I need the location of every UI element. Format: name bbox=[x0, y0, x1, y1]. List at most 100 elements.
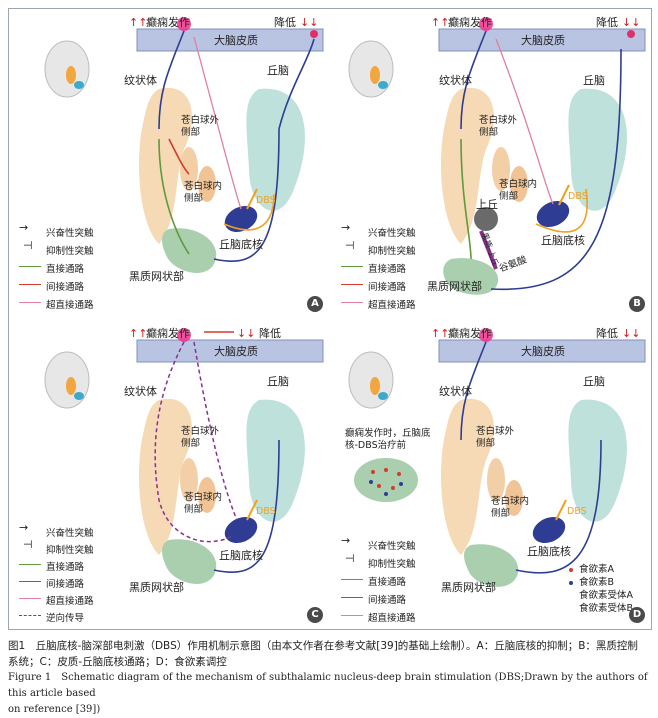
legend-indirect: 间接通路 bbox=[19, 279, 84, 293]
decrease-focus-icon bbox=[310, 30, 318, 38]
gpi-label: 苍白球内侧部 bbox=[491, 496, 530, 519]
brain-thumbnail-icon bbox=[348, 40, 394, 98]
seizure-label: 癫痫发作 bbox=[448, 327, 492, 340]
snr-label: 黑质网状部 bbox=[441, 581, 496, 594]
dbs-electrode-icon bbox=[558, 184, 570, 206]
cortex-label: 大脑皮质 bbox=[521, 34, 565, 47]
seizure-arrows: ↑↑ bbox=[129, 327, 148, 340]
legend-excitatory: 兴奋性突触 bbox=[341, 534, 416, 552]
panel-letter: B bbox=[629, 296, 645, 312]
orexin-inset-shape bbox=[354, 458, 418, 502]
panel-b: ↑↑ 癫痫发作 降低 ↓↓ 大脑皮质 纹状体 丘脑 苍白球外侧部 苍白球内侧部 … bbox=[331, 9, 651, 318]
figure-caption: 图1 丘脑底核-脑深部电刺激（DBS）作用机制示意图（由本文作者在参考文献[39… bbox=[8, 638, 650, 718]
seizure-arrows: ↑↑ bbox=[129, 16, 148, 29]
superior-colliculus-shape bbox=[474, 207, 498, 231]
legend-excitatory: 兴奋性突触 bbox=[341, 221, 416, 239]
brain-thumbnail-icon bbox=[44, 40, 90, 98]
stn-label: 丘脑底核 bbox=[219, 238, 263, 251]
gpi-label: 苍白球内侧部 bbox=[499, 179, 538, 202]
thalamus-label: 丘脑 bbox=[583, 375, 605, 388]
striatum-label: 纹状体 bbox=[124, 74, 157, 87]
legend-orexin-a: 食欲素A bbox=[579, 564, 614, 575]
legend-inhibitory: 抑制性突触 bbox=[19, 239, 94, 257]
legend-direct: 直接通路 bbox=[19, 559, 84, 573]
striatum-label: 纹状体 bbox=[439, 385, 472, 398]
gpi-label: 苍白球内侧部 bbox=[184, 492, 223, 515]
panel-a-graphics bbox=[44, 17, 324, 273]
orexin-b-icon bbox=[569, 581, 573, 585]
legend-direct: 直接通路 bbox=[341, 261, 406, 275]
gpi-label: 苍白球内侧部 bbox=[184, 181, 223, 204]
dbs-label: DBS bbox=[256, 195, 276, 206]
decrease-label: 降低 bbox=[259, 327, 281, 340]
striatum-shape bbox=[139, 87, 192, 244]
snr-shape bbox=[162, 228, 217, 273]
gpe-label: 苍白球外侧部 bbox=[479, 115, 518, 138]
caption-cn-line-2: 系统；C：皮质-丘脑底核通路；D：食欲素调控 bbox=[8, 656, 227, 668]
gpe-shape bbox=[180, 147, 198, 191]
legend-hyperdirect: 超直接通路 bbox=[19, 593, 94, 607]
legend-indirect: 间接通路 bbox=[19, 576, 84, 590]
stn-shape bbox=[224, 205, 258, 233]
gpe-label: 苍白球外侧部 bbox=[181, 115, 220, 138]
gpe-label: 苍白球外侧部 bbox=[181, 426, 220, 449]
dbs-label: DBS bbox=[567, 506, 587, 517]
legend-retrograde: 逆向传导 bbox=[19, 610, 84, 624]
decrease-arrows: ↓↓ bbox=[622, 327, 641, 340]
legend-hyperdirect: 超直接通路 bbox=[341, 297, 416, 311]
dbs-label: DBS bbox=[568, 191, 588, 202]
stn-label: 丘脑底核 bbox=[527, 545, 571, 558]
panel-c-graphics bbox=[44, 328, 324, 584]
legend-indirect: 间接通路 bbox=[341, 592, 406, 606]
seizure-label: 癫痫发作 bbox=[448, 16, 492, 29]
dbs-electrode-icon bbox=[246, 188, 258, 210]
thalamus-shape bbox=[246, 88, 305, 211]
stn-label: 丘脑底核 bbox=[219, 549, 263, 562]
panel-b-graphics bbox=[348, 17, 646, 295]
seizure-label: 癫痫发作 bbox=[146, 327, 190, 340]
panel-letter: A bbox=[307, 296, 323, 312]
panel-c: ↑↑ 癫痫发作 ↓↓ 降低 大脑皮质 纹状体 丘脑 苍白球外侧部 苍白球内侧部 … bbox=[9, 320, 329, 629]
legend-direct: 直接通路 bbox=[341, 574, 406, 588]
dbs-label: DBS bbox=[256, 506, 276, 517]
brain-thumbnail-icon bbox=[44, 351, 90, 409]
legend-inhibitory: 抑制性突触 bbox=[19, 538, 94, 556]
brain-highlight-icon bbox=[66, 66, 76, 84]
legend-orexin-receptor-b: 食欲素受体B bbox=[579, 603, 634, 614]
snr-label: 黑质网状部 bbox=[129, 581, 184, 594]
legend-orexin-receptor-a: 食欲素受体A bbox=[579, 590, 633, 601]
panel-a: ↑↑ 癫痫发作 降低 ↓↓ 大脑皮质 纹状体 丘脑 苍白球外侧部 苍白球内侧部 … bbox=[9, 9, 329, 318]
legend-excitatory: 兴奋性突触 bbox=[19, 521, 94, 539]
legend-direct: 直接通路 bbox=[19, 261, 84, 275]
legend-excitatory: 兴奋性突触 bbox=[19, 221, 94, 239]
decrease-arrows: ↓↓ bbox=[237, 327, 256, 340]
orexin-a-icon bbox=[569, 568, 573, 572]
dbs-electrode-icon bbox=[555, 499, 567, 521]
decrease-arrows: ↓↓ bbox=[300, 16, 319, 29]
decrease-label: 降低 bbox=[596, 327, 618, 340]
striatum-label: 纹状体 bbox=[439, 74, 472, 87]
cortex-label: 大脑皮质 bbox=[214, 34, 258, 47]
brain-thumbnail-icon bbox=[348, 351, 394, 409]
orexin-note: 癫痫发作时，丘脑底核-DBS治疗前 bbox=[345, 428, 431, 451]
thalamus-label: 丘脑 bbox=[583, 74, 605, 87]
snr-label: 黑质网状部 bbox=[129, 270, 184, 283]
legend-hyperdirect: 超直接通路 bbox=[19, 297, 94, 311]
decrease-label: 降低 bbox=[596, 16, 618, 29]
caption-en-line-2: on reference [39]) bbox=[8, 704, 101, 715]
caption-en-line-1: Figure 1 Schematic diagram of the mechan… bbox=[8, 672, 648, 699]
legend-hyperdirect: 超直接通路 bbox=[341, 610, 416, 624]
seizure-focus-icon bbox=[479, 17, 493, 31]
legend-inhibitory: 抑制性突触 bbox=[341, 239, 416, 257]
striatum-label: 纹状体 bbox=[124, 385, 157, 398]
decrease-label: 降低 bbox=[274, 16, 296, 29]
panel-letter: C bbox=[307, 607, 323, 623]
seizure-label: 癫痫发作 bbox=[146, 16, 190, 29]
panel-letter: D bbox=[629, 607, 645, 623]
legend-inhibitory: 抑制性突触 bbox=[341, 552, 416, 570]
caption-cn-line-1: 图1 丘脑底核-脑深部电刺激（DBS）作用机制示意图（由本文作者在参考文献[39… bbox=[8, 640, 638, 652]
panel-d: ↑↑ 癫痫发作 降低 ↓↓ 大脑皮质 纹状体 丘脑 苍白球外侧部 苍白球内侧部 … bbox=[331, 320, 651, 629]
panel-d-graphics bbox=[348, 328, 646, 587]
seizure-focus-icon bbox=[177, 17, 191, 31]
decrease-arrows: ↓↓ bbox=[622, 16, 641, 29]
